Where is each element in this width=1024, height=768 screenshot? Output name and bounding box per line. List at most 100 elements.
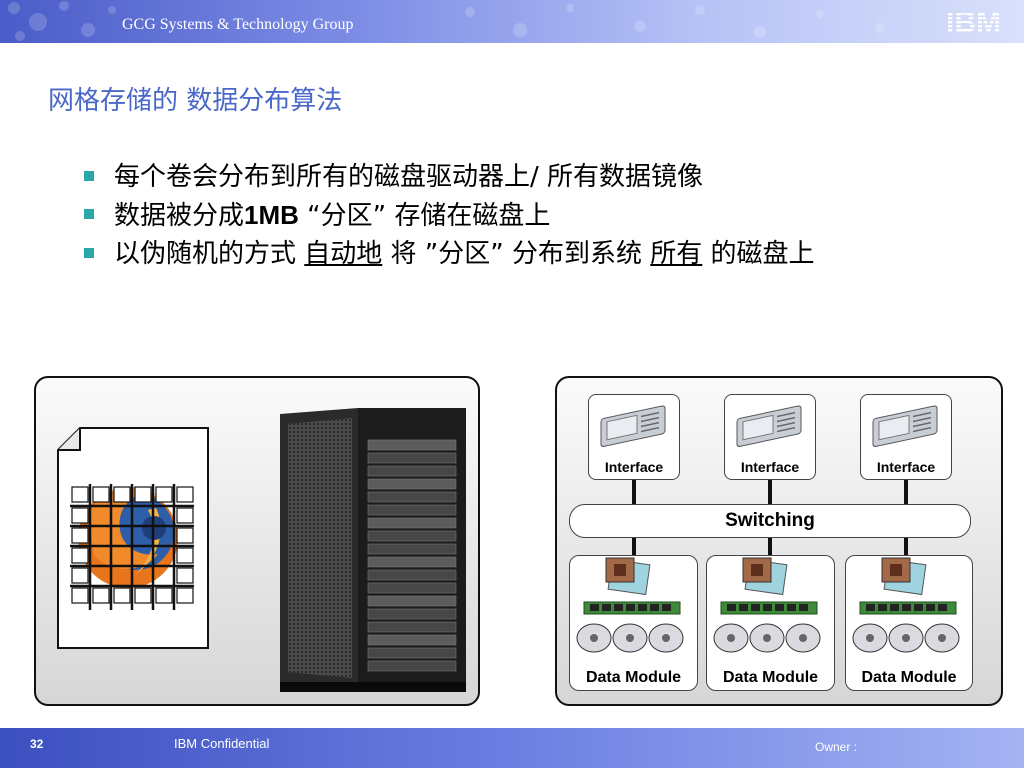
grid-cell (176, 527, 194, 544)
slide-footer: 32 IBM Confidential Owner : (0, 728, 1024, 768)
bullet-item-1: 每个卷会分布到所有的磁盘驱动器上/ 所有数据镜像 (84, 158, 944, 196)
interface-box: Interface (860, 394, 952, 480)
bullet-text: 以伪随机的方式 (114, 239, 305, 269)
interface-drive-icon (736, 405, 802, 447)
cpu-chip-icon (881, 557, 927, 596)
data-module-box: Data Module (569, 555, 698, 691)
grid-cell (176, 547, 194, 564)
data-module-components (852, 557, 960, 653)
grid-cell (71, 567, 89, 584)
bullet-item-3: 以伪随机的方式 自动地 将 ”分区” 分布到系统 所有 的磁盘上 (84, 235, 944, 273)
svg-text:IBM: IBM (946, 6, 1001, 37)
header-title: GCG Systems & Technology Group (122, 16, 354, 33)
grid-cell (176, 507, 194, 524)
interface-connector (768, 480, 772, 504)
grid-cell (176, 486, 194, 503)
module-connector (904, 538, 908, 555)
hard-disk-icon (576, 623, 612, 653)
bullet-text-underlined: 所有 (650, 239, 703, 269)
data-module-box: Data Module (845, 555, 973, 691)
interface-drive-icon (872, 405, 938, 447)
rack-unit (367, 478, 457, 490)
grid-cell (134, 587, 152, 604)
ibm-logo: IBM (944, 5, 1016, 39)
hard-disk-icon (785, 623, 821, 653)
document-and-rack-illustration (57, 408, 466, 692)
rack-unit (367, 504, 457, 516)
grid-cell (176, 567, 194, 584)
rack-unit (367, 582, 457, 594)
data-module-label: Data Module (861, 669, 957, 686)
interface-drive-icon (600, 405, 666, 447)
bullet-list: 每个卷会分布到所有的磁盘驱动器上/ 所有数据镜像 数据被分成1MB “分区” 存… (84, 158, 944, 273)
grid-cell (134, 486, 152, 503)
server-rack-icon (280, 408, 466, 692)
bullet-square-icon (84, 171, 94, 181)
hard-disk-icon (612, 623, 648, 653)
rack-unit (367, 491, 457, 503)
memory-module-icon (859, 601, 957, 615)
grid-cell (71, 527, 89, 544)
grid-cell (113, 486, 131, 503)
interface-connector (632, 480, 636, 504)
confidential-label: IBM Confidential (174, 736, 270, 751)
owner-label: Owner : (815, 740, 858, 754)
slide-title: 网格存储的 数据分布算法 (48, 86, 343, 116)
rack-unit (367, 530, 457, 542)
bullet-text: “分区” 存储在磁盘上 (298, 201, 551, 231)
data-distribution-panel (34, 376, 480, 706)
page-number: 32 (30, 737, 44, 751)
cpu-chip-icon (742, 557, 788, 596)
rack-unit (367, 595, 457, 607)
rack-unit (367, 465, 457, 477)
interface-box: Interface (588, 394, 680, 480)
rack-unit (367, 608, 457, 620)
grid-cell (155, 486, 173, 503)
interface-connector (904, 480, 908, 504)
data-module-components (576, 557, 684, 653)
grid-cell (92, 587, 110, 604)
bullet-text: 数据被分成 (114, 201, 245, 231)
data-module-label: Data Module (722, 669, 819, 686)
architecture-panel: Interface Interface Interface Switching (555, 376, 1003, 706)
data-module-label: Data Module (585, 669, 682, 686)
footer-divider (0, 726, 1024, 728)
hard-disk-icon (648, 623, 684, 653)
rack-unit (367, 621, 457, 633)
hard-disk-icon (749, 623, 785, 653)
rack-unit (367, 556, 457, 568)
bullet-text: 的磁盘上 (702, 239, 815, 269)
grid-cell (92, 486, 110, 503)
grid-cell (71, 547, 89, 564)
rack-unit (367, 647, 457, 659)
grid-cell (176, 587, 194, 604)
hard-disk-icon (713, 623, 749, 653)
rack-unit (367, 439, 457, 451)
cpu-chip-icon (605, 557, 651, 596)
grid-cell (113, 587, 131, 604)
grid-cell (155, 587, 173, 604)
hard-disk-icon (924, 623, 960, 653)
rack-unit (367, 569, 457, 581)
hard-disk-icon (852, 623, 888, 653)
header-dot-pattern (8, 1, 885, 41)
interface-label: Interface (740, 459, 800, 475)
slide-header: GCG Systems & Technology Group IBM (0, 0, 1024, 43)
switching-bar: Switching (569, 504, 971, 538)
data-module-box: Data Module (706, 555, 835, 691)
hard-disk-icon (888, 623, 924, 653)
bullet-item-2: 数据被分成1MB “分区” 存储在磁盘上 (84, 196, 944, 235)
module-connector (632, 538, 636, 555)
memory-module-icon (583, 601, 681, 615)
interface-label: Interface (876, 459, 936, 475)
bullet-text: 将 ”分区” 分布到系统 (382, 239, 651, 269)
bullet-square-icon (84, 248, 94, 258)
bullet-text-bold: 1MB (244, 200, 299, 230)
rack-unit (367, 660, 457, 672)
data-module-components (713, 557, 821, 653)
grid-cell (71, 587, 89, 604)
ibm-logo-icon: IBM (946, 6, 1001, 39)
interface-box: Interface (724, 394, 816, 480)
bullet-text: 每个卷会分布到所有的磁盘驱动器上/ 所有数据镜像 (114, 162, 704, 192)
interface-label: Interface (604, 459, 664, 475)
